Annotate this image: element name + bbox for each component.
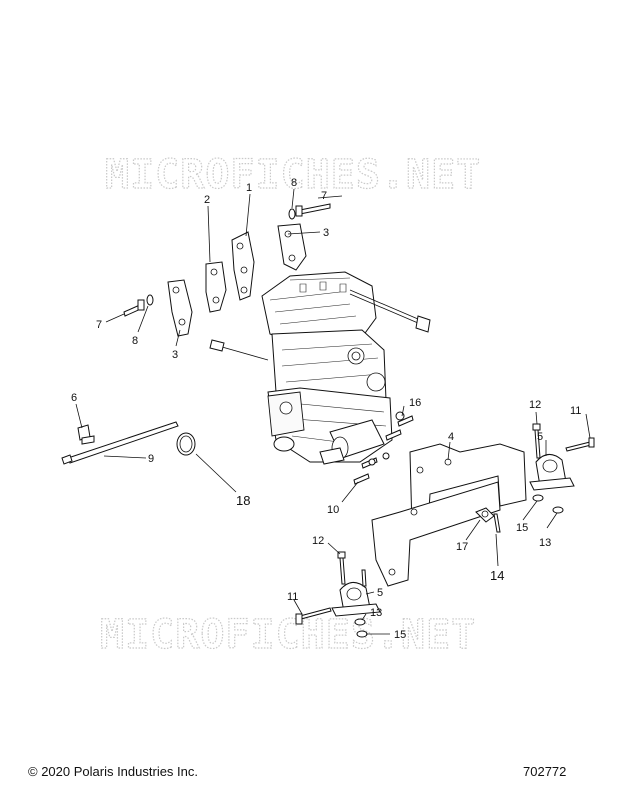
callout-13-lower: 13 bbox=[370, 607, 382, 619]
callout-3-left: 3 bbox=[172, 349, 178, 361]
callout-9: 9 bbox=[148, 453, 154, 465]
rubber-mount-5-right bbox=[529, 454, 575, 491]
callout-18: 18 bbox=[236, 493, 250, 508]
callout-3-top: 3 bbox=[323, 227, 329, 239]
callout-1: 1 bbox=[246, 182, 252, 194]
harness-strap-9 bbox=[61, 421, 179, 465]
callout-8-left: 8 bbox=[132, 335, 138, 347]
callout-15-right: 15 bbox=[516, 522, 528, 534]
callout-5-right: 5 bbox=[537, 431, 543, 443]
nuts-13-15-lower bbox=[354, 618, 368, 638]
callout-11-right: 11 bbox=[570, 405, 581, 417]
callout-4: 4 bbox=[448, 431, 454, 443]
callout-15-lower: 15 bbox=[394, 629, 406, 641]
callout-5-lower: 5 bbox=[377, 587, 383, 599]
callout-10: 10 bbox=[327, 504, 339, 516]
mount-plate-3-top bbox=[277, 223, 307, 271]
callout-12-right: 12 bbox=[529, 399, 541, 411]
hardware-cluster-10-16 bbox=[353, 411, 414, 485]
bolt-11-right bbox=[565, 437, 595, 452]
clip-6 bbox=[77, 424, 95, 445]
engine-mount-frame-4 bbox=[371, 443, 527, 587]
washer-8-left bbox=[146, 294, 154, 306]
callout-2: 2 bbox=[204, 194, 210, 206]
copyright-notice: © 2020 Polaris Industries Inc. bbox=[28, 764, 198, 779]
callout-14: 14 bbox=[490, 568, 504, 583]
mount-plate-1 bbox=[231, 231, 255, 301]
bolt-7-left bbox=[123, 299, 145, 317]
engine-assembly bbox=[209, 271, 431, 465]
seal-ring-18 bbox=[176, 432, 196, 456]
watermark-top: MICROFICHES.NET bbox=[105, 152, 481, 198]
callout-7-left: 7 bbox=[96, 319, 102, 331]
bolt-11-lower bbox=[295, 607, 332, 625]
callout-17: 17 bbox=[456, 541, 468, 553]
leader-lines bbox=[75, 188, 591, 635]
bracket-17 bbox=[475, 507, 501, 533]
callout-8-top: 8 bbox=[291, 177, 297, 189]
callout-16: 16 bbox=[409, 397, 421, 409]
rubber-mount-5-lower bbox=[331, 582, 381, 617]
callout-6: 6 bbox=[71, 392, 77, 404]
callout-7-top: 7 bbox=[321, 190, 327, 202]
bolt-12-right bbox=[532, 423, 541, 459]
washer-8-top bbox=[288, 208, 296, 220]
bolt-7-top bbox=[295, 203, 331, 217]
callout-11-lower: 11 bbox=[287, 591, 298, 603]
mount-plate-3-left bbox=[167, 279, 193, 337]
nuts-13-15-right bbox=[532, 494, 564, 514]
mount-plate-2 bbox=[205, 261, 227, 313]
callout-13-right: 13 bbox=[539, 537, 551, 549]
callout-labels: 1 2 3 3 4 5 5 6 7 7 8 8 9 10 11 11 12 12… bbox=[71, 177, 581, 641]
bolt-12-lower bbox=[337, 551, 367, 587]
callout-12-lower: 12 bbox=[312, 535, 324, 547]
watermark-bottom: MICROFICHES.NET bbox=[100, 612, 476, 658]
diagram-code: 702772 bbox=[523, 764, 567, 779]
